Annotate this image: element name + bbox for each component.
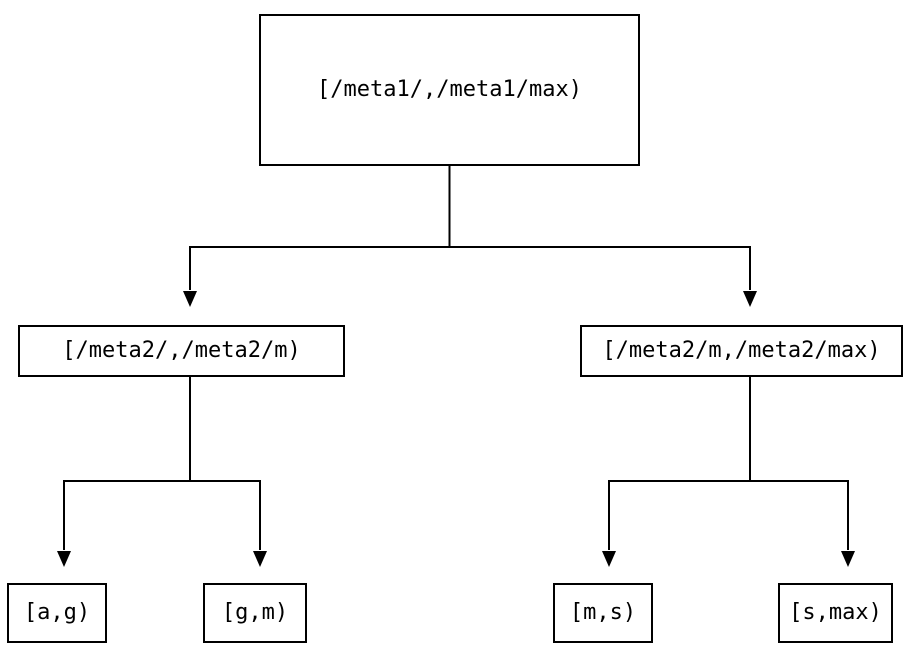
node-leaf-smax: [s,max) <box>778 583 893 643</box>
node-label: [s,max) <box>789 600 882 625</box>
node-leaf-gm: [g,m) <box>203 583 307 643</box>
node-root-range: [/meta1/,/meta1/max) <box>259 14 640 166</box>
arrow-down-icon <box>183 291 197 307</box>
arrow-down-icon <box>253 551 267 567</box>
edge-lines-left-subtree <box>63 377 261 550</box>
node-label: [g,m) <box>221 600 289 625</box>
node-leaf-ag: [a,g) <box>7 583 107 643</box>
edge-lines-level1 <box>189 166 751 290</box>
arrow-down-icon <box>602 551 616 567</box>
arrow-down-icon <box>743 291 757 307</box>
node-left-range: [/meta2/,/meta2/m) <box>18 325 345 377</box>
arrow-down-icon <box>841 551 855 567</box>
arrow-down-icon <box>57 551 71 567</box>
node-label: [/meta2/m,/meta2/max) <box>602 338 881 363</box>
node-label: [/meta2/,/meta2/m) <box>62 338 301 363</box>
edge-lines-right-subtree <box>608 377 849 550</box>
node-leaf-ms: [m,s) <box>553 583 653 643</box>
node-right-range: [/meta2/m,/meta2/max) <box>580 325 903 377</box>
node-label: [a,g) <box>23 600 91 625</box>
node-label: [m,s) <box>569 600 637 625</box>
node-label: [/meta1/,/meta1/max) <box>317 77 582 102</box>
